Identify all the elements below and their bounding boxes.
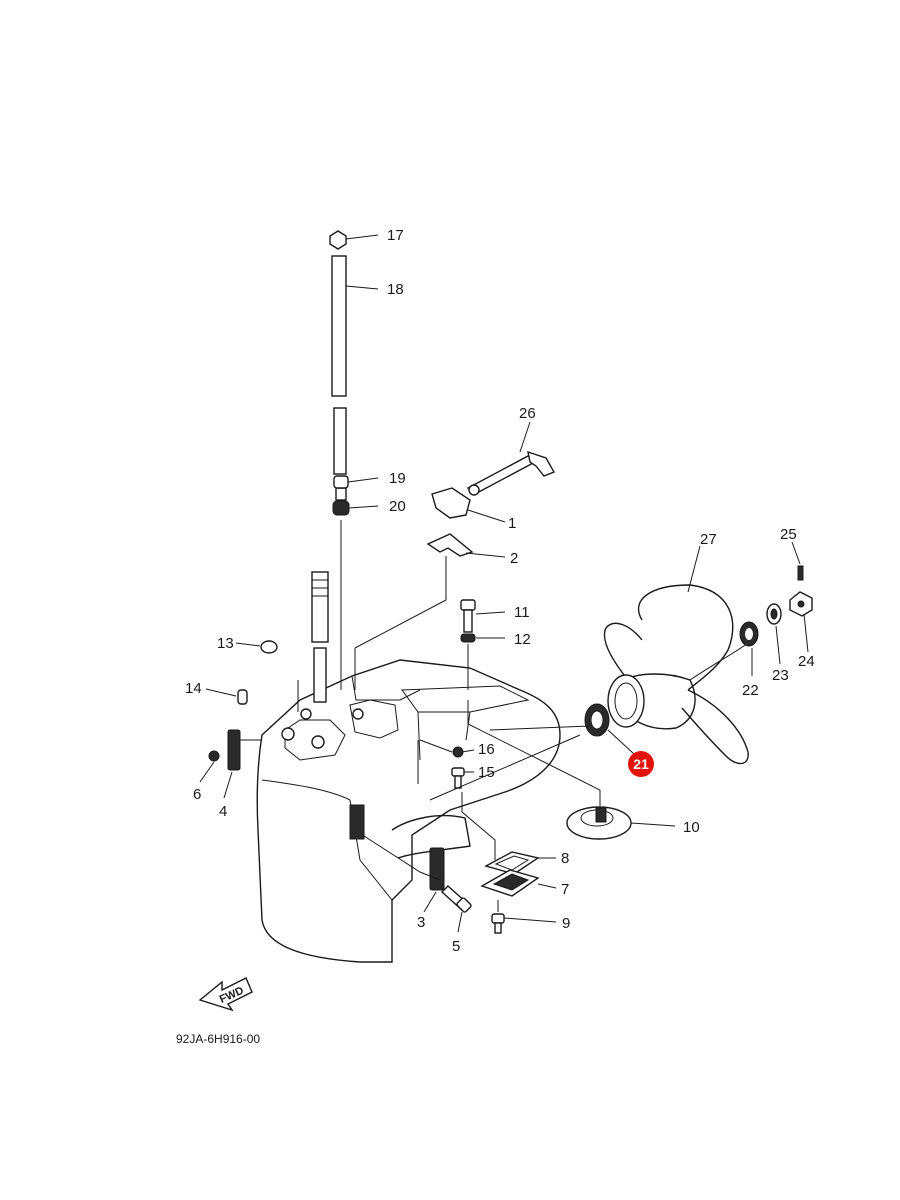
part-16-washer [452,746,464,758]
guide-lines [297,680,601,912]
part-2-plate [426,533,474,557]
part-1-bracket [431,487,471,519]
part-25-cotter-pin [797,565,804,581]
label-14: 14 [185,680,202,697]
part-23-washer [766,603,782,625]
label-20: 20 [389,498,406,515]
part-11-bolt [460,599,476,633]
label-10: 10 [683,819,700,836]
side-anode [349,804,365,840]
part-27-propeller [603,584,753,765]
part-7-gasket [480,869,540,897]
part-15-screw [451,767,465,789]
label-7: 7 [561,881,569,898]
leader-lines [199,234,809,933]
part-labels: 17 18 19 20 26 1 2 11 12 13 14 6 4 16 15… [185,227,815,955]
label-2: 2 [510,550,518,567]
label-26: 26 [519,405,536,422]
label-21: 21 [633,756,649,772]
label-18: 18 [387,281,404,298]
part-17-nut [329,230,347,250]
part-24-nut [789,591,813,617]
label-16: 16 [478,741,495,758]
label-12: 12 [514,631,531,648]
label-11: 11 [514,604,530,621]
part-12-washer [460,633,476,643]
label-17: 17 [387,227,404,244]
label-15: 15 [478,764,495,781]
drive-shaft [331,255,347,690]
label-13: 13 [217,635,234,652]
label-8: 8 [561,850,569,867]
part-9-screw [491,913,505,934]
drawing-code: 92JA-6H916-00 [176,1032,260,1046]
label-24: 24 [798,653,815,670]
part-26-shift-link [466,450,556,496]
shift-rod [311,571,329,703]
part-20-seal [332,500,350,516]
label-5: 5 [452,938,460,955]
lower-casing [256,659,561,963]
part-6-bolt [208,750,220,762]
forward-arrow: FWD [198,977,253,1012]
label-23: 23 [772,667,789,684]
label-22: 22 [742,682,759,699]
highlight-badge [628,751,654,777]
part-3-anode [429,847,445,891]
part-22-spacer [739,621,759,647]
part-5-bolt [440,885,472,913]
label-4: 4 [219,803,227,820]
part-10-pump-plate [566,806,632,840]
label-9: 9 [562,915,570,932]
part-4-anode [227,729,262,771]
part-14-pin [237,689,248,705]
label-25: 25 [780,526,797,543]
label-27: 27 [700,531,717,548]
label-6: 6 [193,786,201,803]
part-13-plug [260,640,278,654]
highlight-marker-21: 21 [628,751,654,777]
label-19: 19 [389,470,406,487]
part-21-thrust-washer [584,703,610,737]
label-3: 3 [417,914,425,931]
part-19-bushing [333,475,349,489]
label-1: 1 [508,515,516,532]
